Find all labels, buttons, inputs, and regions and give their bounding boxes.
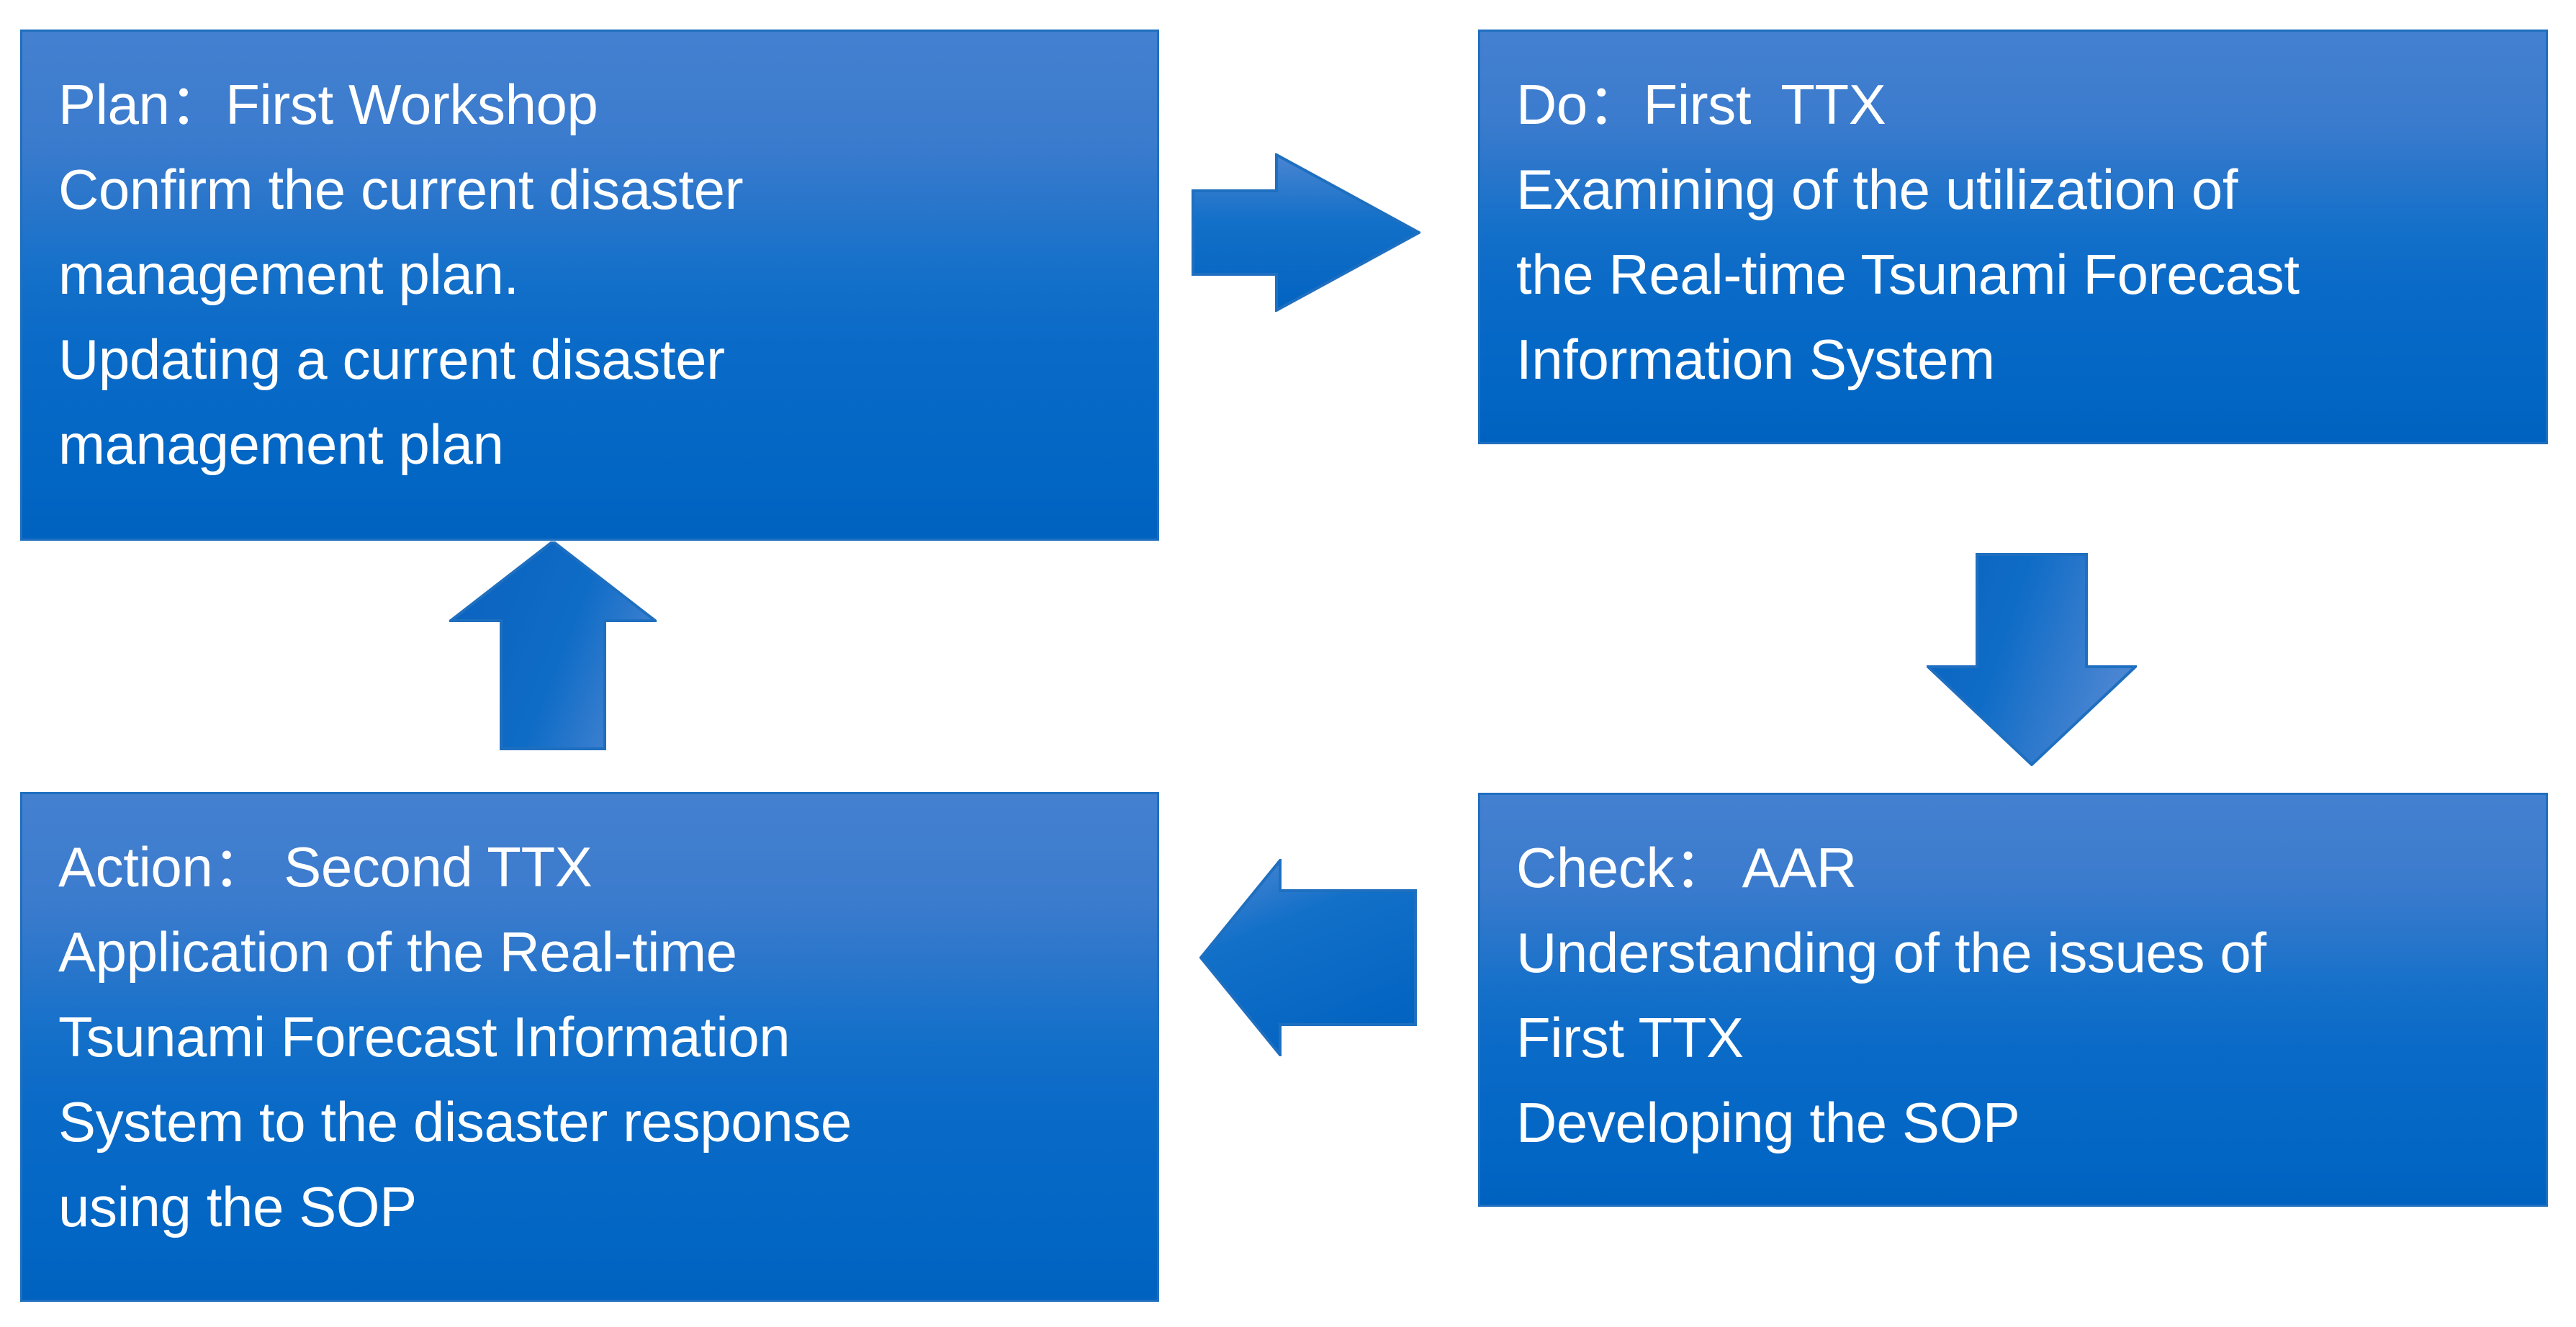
plan-line-2: Confirm the current disaster: [58, 158, 744, 221]
action-line-3: Tsunami Forecast Information: [58, 1005, 791, 1069]
check-line-4: Developing the SOP: [1516, 1091, 2020, 1154]
action-line-2: Application of the Real-time: [58, 920, 737, 984]
arrow-left-icon: [1199, 859, 1417, 1056]
plan-line-3: management plan.: [58, 243, 519, 306]
arrow-right-icon: [1192, 153, 1420, 312]
check-line-1: Check： AAR: [1516, 836, 1857, 899]
pdca-stage-check: Check： AAR Understanding of the issues o…: [1478, 793, 2548, 1207]
do-line-1: Do：First TTX: [1516, 73, 1886, 136]
action-line-5: using the SOP: [58, 1175, 417, 1238]
check-line-2: Understanding of the issues of: [1516, 921, 2266, 984]
action-line-4: System to the disaster response: [58, 1090, 852, 1153]
plan-line-5: management plan: [58, 413, 504, 476]
plan-line-1: Plan：First Workshop: [58, 73, 598, 136]
pdca-stage-plan: Plan：First Workshop Confirm the current …: [20, 30, 1159, 541]
check-line-3: First TTX: [1516, 1006, 1744, 1069]
do-line-2: Examining of the utilization of: [1516, 158, 2238, 221]
do-line-4: Information System: [1516, 328, 1995, 391]
arrow-down-icon: [1927, 553, 2137, 766]
plan-line-4: Updating a current disaster: [58, 328, 725, 391]
pdca-stage-action: Action： Second TTX Application of the Re…: [20, 792, 1159, 1302]
action-line-1: Action： Second TTX: [58, 835, 593, 899]
do-line-3: the Real-time Tsunami Forecast: [1516, 243, 2300, 306]
arrow-up-icon: [449, 541, 657, 750]
pdca-stage-do: Do：First TTX Examining of the utilizatio…: [1478, 30, 2548, 444]
